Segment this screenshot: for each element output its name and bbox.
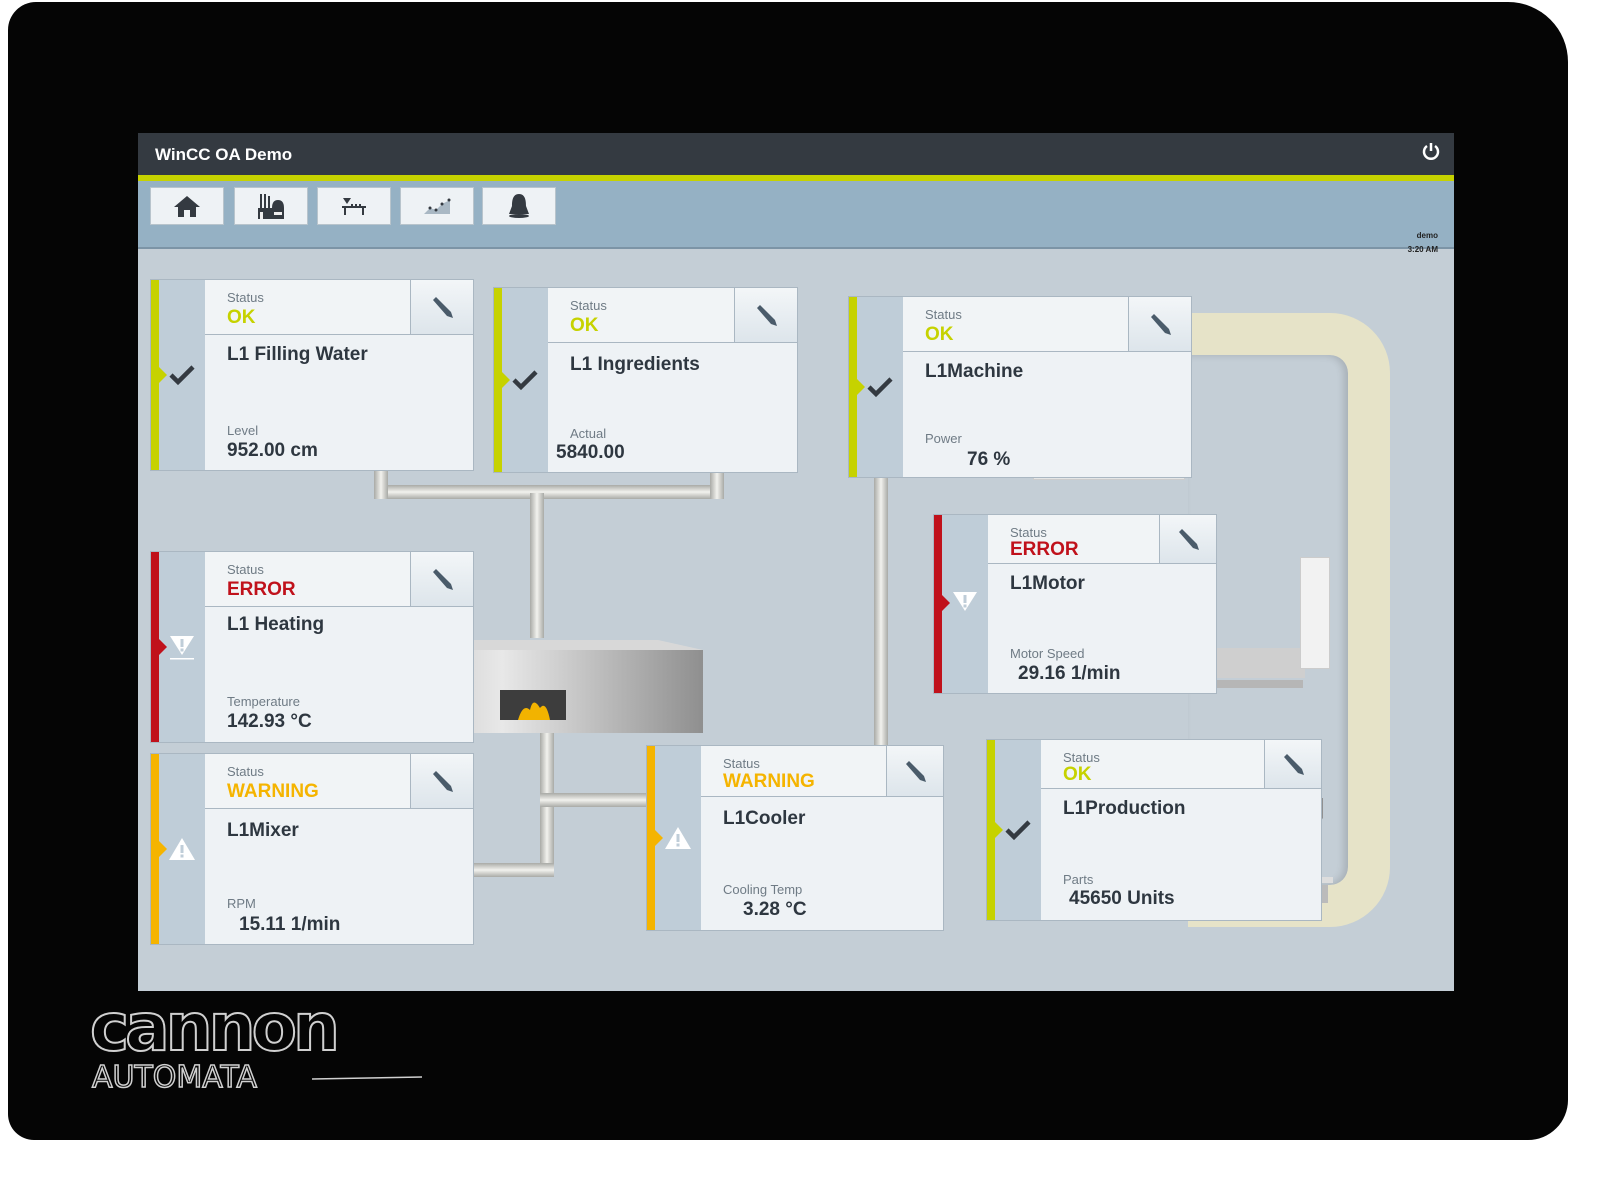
title-bar: WinCC OA Demo (138, 133, 1454, 175)
pencil-icon (433, 297, 453, 318)
check-icon (1003, 815, 1033, 845)
bell-icon (509, 194, 529, 218)
edit-button[interactable] (1264, 740, 1321, 788)
card-title: L1Machine (925, 361, 1024, 382)
pipe (530, 493, 544, 638)
card-title: L1Mixer (227, 820, 299, 841)
brand-subtitle: AUTOMATA (92, 1060, 257, 1095)
pencil-icon (906, 761, 926, 782)
nav-alarms-button[interactable] (482, 187, 556, 225)
pipe (374, 485, 724, 499)
status-badge: WARNING (723, 771, 815, 792)
warning-icon (663, 823, 693, 853)
gearbox-graphic (1300, 557, 1330, 669)
warning-icon (167, 834, 197, 864)
nav-plant-button[interactable] (234, 187, 308, 225)
pencil-icon (1284, 754, 1304, 775)
card-title: L1Motor (1010, 573, 1085, 594)
check-icon (167, 360, 197, 390)
card-title: L1 Filling Water (227, 344, 368, 365)
status-badge: OK (227, 307, 256, 328)
edit-button[interactable] (410, 552, 473, 606)
edit-button[interactable] (886, 746, 943, 796)
check-icon (510, 365, 540, 395)
nav-line-button[interactable] (317, 187, 391, 225)
card-value: 29.16 1/min (1018, 663, 1121, 684)
factory-icon (258, 194, 284, 219)
clock: 3:20 AM (1407, 245, 1438, 254)
accent-line (138, 175, 1454, 181)
home-icon (174, 196, 200, 217)
status-badge: ERROR (227, 579, 296, 600)
pencil-icon (433, 771, 453, 792)
pipe (540, 793, 650, 807)
nav-bar: demo 3:20 AM (138, 143, 1454, 254)
card-title: L1Production (1063, 798, 1186, 819)
card-value: 142.93 °C (227, 711, 312, 732)
check-icon (865, 372, 895, 402)
card-title: L1 Ingredients (570, 354, 700, 375)
status-badge: OK (570, 315, 599, 336)
pencil-icon (1151, 314, 1171, 335)
power-icon (1422, 143, 1440, 160)
error-alert-icon (167, 632, 197, 662)
status-badge: WARNING (227, 781, 319, 802)
card-value: 45650 Units (1069, 888, 1175, 909)
nav-home-button[interactable] (150, 187, 224, 225)
status-stripe (151, 280, 159, 470)
card-value: 15.11 1/min (239, 914, 341, 935)
card-value: 76 % (967, 449, 1011, 470)
card-value: 5840.00 (556, 442, 625, 463)
conveyor-icon (342, 198, 366, 215)
trend-chart-icon (424, 198, 451, 214)
user-info: demo 3:20 AM (1408, 229, 1438, 257)
pipe (874, 478, 888, 748)
pipe (468, 863, 554, 877)
edit-button[interactable] (410, 280, 473, 334)
edit-button[interactable] (734, 288, 797, 342)
status-badge: OK (1063, 764, 1092, 785)
hmi-screen: WinCC OA Demo demo 3:20 AM (138, 133, 1454, 991)
card-title: L1 Heating (227, 614, 325, 635)
card-value: 3.28 °C (743, 899, 807, 920)
window-title: WinCC OA Demo (155, 145, 293, 164)
brand-name: cannon (90, 995, 336, 1066)
edit-button[interactable] (410, 754, 473, 808)
error-alert-icon (950, 588, 980, 618)
status-badge: ERROR (1010, 539, 1079, 560)
status-badge: OK (925, 324, 954, 345)
pencil-icon (757, 305, 777, 326)
edit-button[interactable] (1159, 515, 1216, 563)
power-button[interactable] (1418, 141, 1444, 167)
username: demo (1416, 231, 1438, 240)
card-value: 952.00 cm (227, 440, 318, 461)
pipe (374, 463, 388, 499)
card-title: L1Cooler (723, 808, 806, 829)
edit-button[interactable] (1128, 297, 1191, 351)
pencil-icon (1179, 529, 1199, 550)
nav-trends-button[interactable] (400, 187, 474, 225)
brand-logo: cannon AUTOMATA (89, 988, 430, 1100)
pencil-icon (433, 569, 453, 590)
